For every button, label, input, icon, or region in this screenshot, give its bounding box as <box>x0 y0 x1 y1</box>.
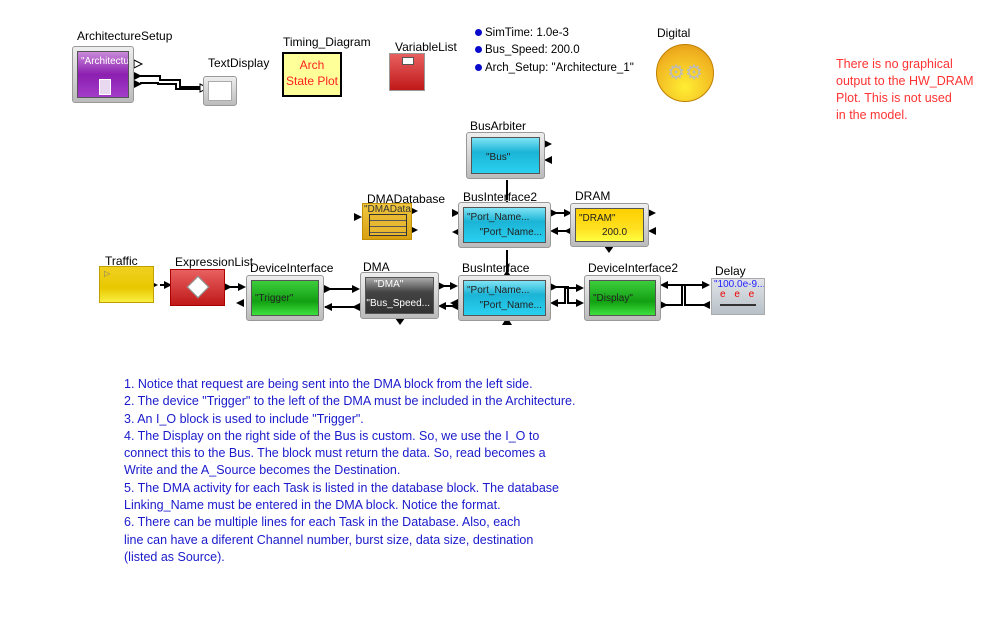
architecture-setup-block[interactable]: "Architectu... <box>72 46 134 103</box>
play-icon: ▷ <box>104 269 111 278</box>
digital-label: Digital <box>657 26 691 40</box>
expression-list-label: ExpressionList <box>175 255 254 269</box>
digital-gear-icon[interactable]: ⚙⚙ <box>656 44 714 102</box>
timing-diagram-block[interactable]: Arch State Plot <box>282 52 342 97</box>
bus-arbiter-block[interactable]: "Bus" <box>466 132 545 179</box>
dram-block[interactable]: "DRAM"200.0 <box>570 203 649 247</box>
dma-database-label: DMADatabase <box>367 192 446 206</box>
device-interface2-label: DeviceInterface2 <box>588 261 679 275</box>
bus-interface-block[interactable]: "Port_Name..."Port_Name... <box>458 275 551 321</box>
bus-interface2-label: BusInterface2 <box>463 190 538 204</box>
device-interface-label: DeviceInterface <box>250 261 334 275</box>
table-icon <box>369 214 407 236</box>
variable-simtime: SimTime: 1.0e-3 <box>475 27 569 39</box>
document-icon <box>99 79 111 95</box>
text-display-block[interactable] <box>203 76 237 106</box>
delay-marks-icon: e e e <box>720 289 758 300</box>
traffic-block[interactable]: ▷ <box>99 266 154 303</box>
text-display-label: TextDisplay <box>208 56 270 70</box>
bus-interface2-block[interactable]: "Port_Name..."Port_Name... <box>458 202 551 248</box>
variable-list-block[interactable] <box>389 53 425 91</box>
device-interface-block[interactable]: "Trigger" <box>246 275 324 321</box>
traffic-label: Traffic <box>105 254 138 268</box>
variable-bus-speed: Bus_Speed: 200.0 <box>475 44 580 56</box>
dram-label: DRAM <box>575 189 611 203</box>
bus-interface-label: BusInterface <box>462 261 530 275</box>
dma-block[interactable]: "DMA""Bus_Speed... <box>360 272 439 319</box>
architecture-setup-label: ArchitectureSetup <box>77 29 173 43</box>
dma-database-block[interactable]: "DMADataba... <box>362 203 412 240</box>
dma-label: DMA <box>363 260 390 274</box>
instructions-notes: 1. Notice that request are being sent in… <box>124 377 576 564</box>
bus-arbiter-label: BusArbiter <box>470 119 527 133</box>
variable-list-label: VariableList <box>395 40 457 54</box>
expression-list-block[interactable] <box>170 269 225 306</box>
timing-diagram-label: Timing_Diagram <box>283 35 371 49</box>
delay-block[interactable]: "100.0e-9... e e e <box>711 278 765 315</box>
diamond-icon <box>186 275 210 299</box>
list-icon <box>402 57 414 65</box>
variable-arch-setup: Arch_Setup: "Architecture_1" <box>475 62 634 74</box>
delay-label: Delay <box>715 264 746 278</box>
device-interface2-block[interactable]: "Display" <box>584 275 661 321</box>
